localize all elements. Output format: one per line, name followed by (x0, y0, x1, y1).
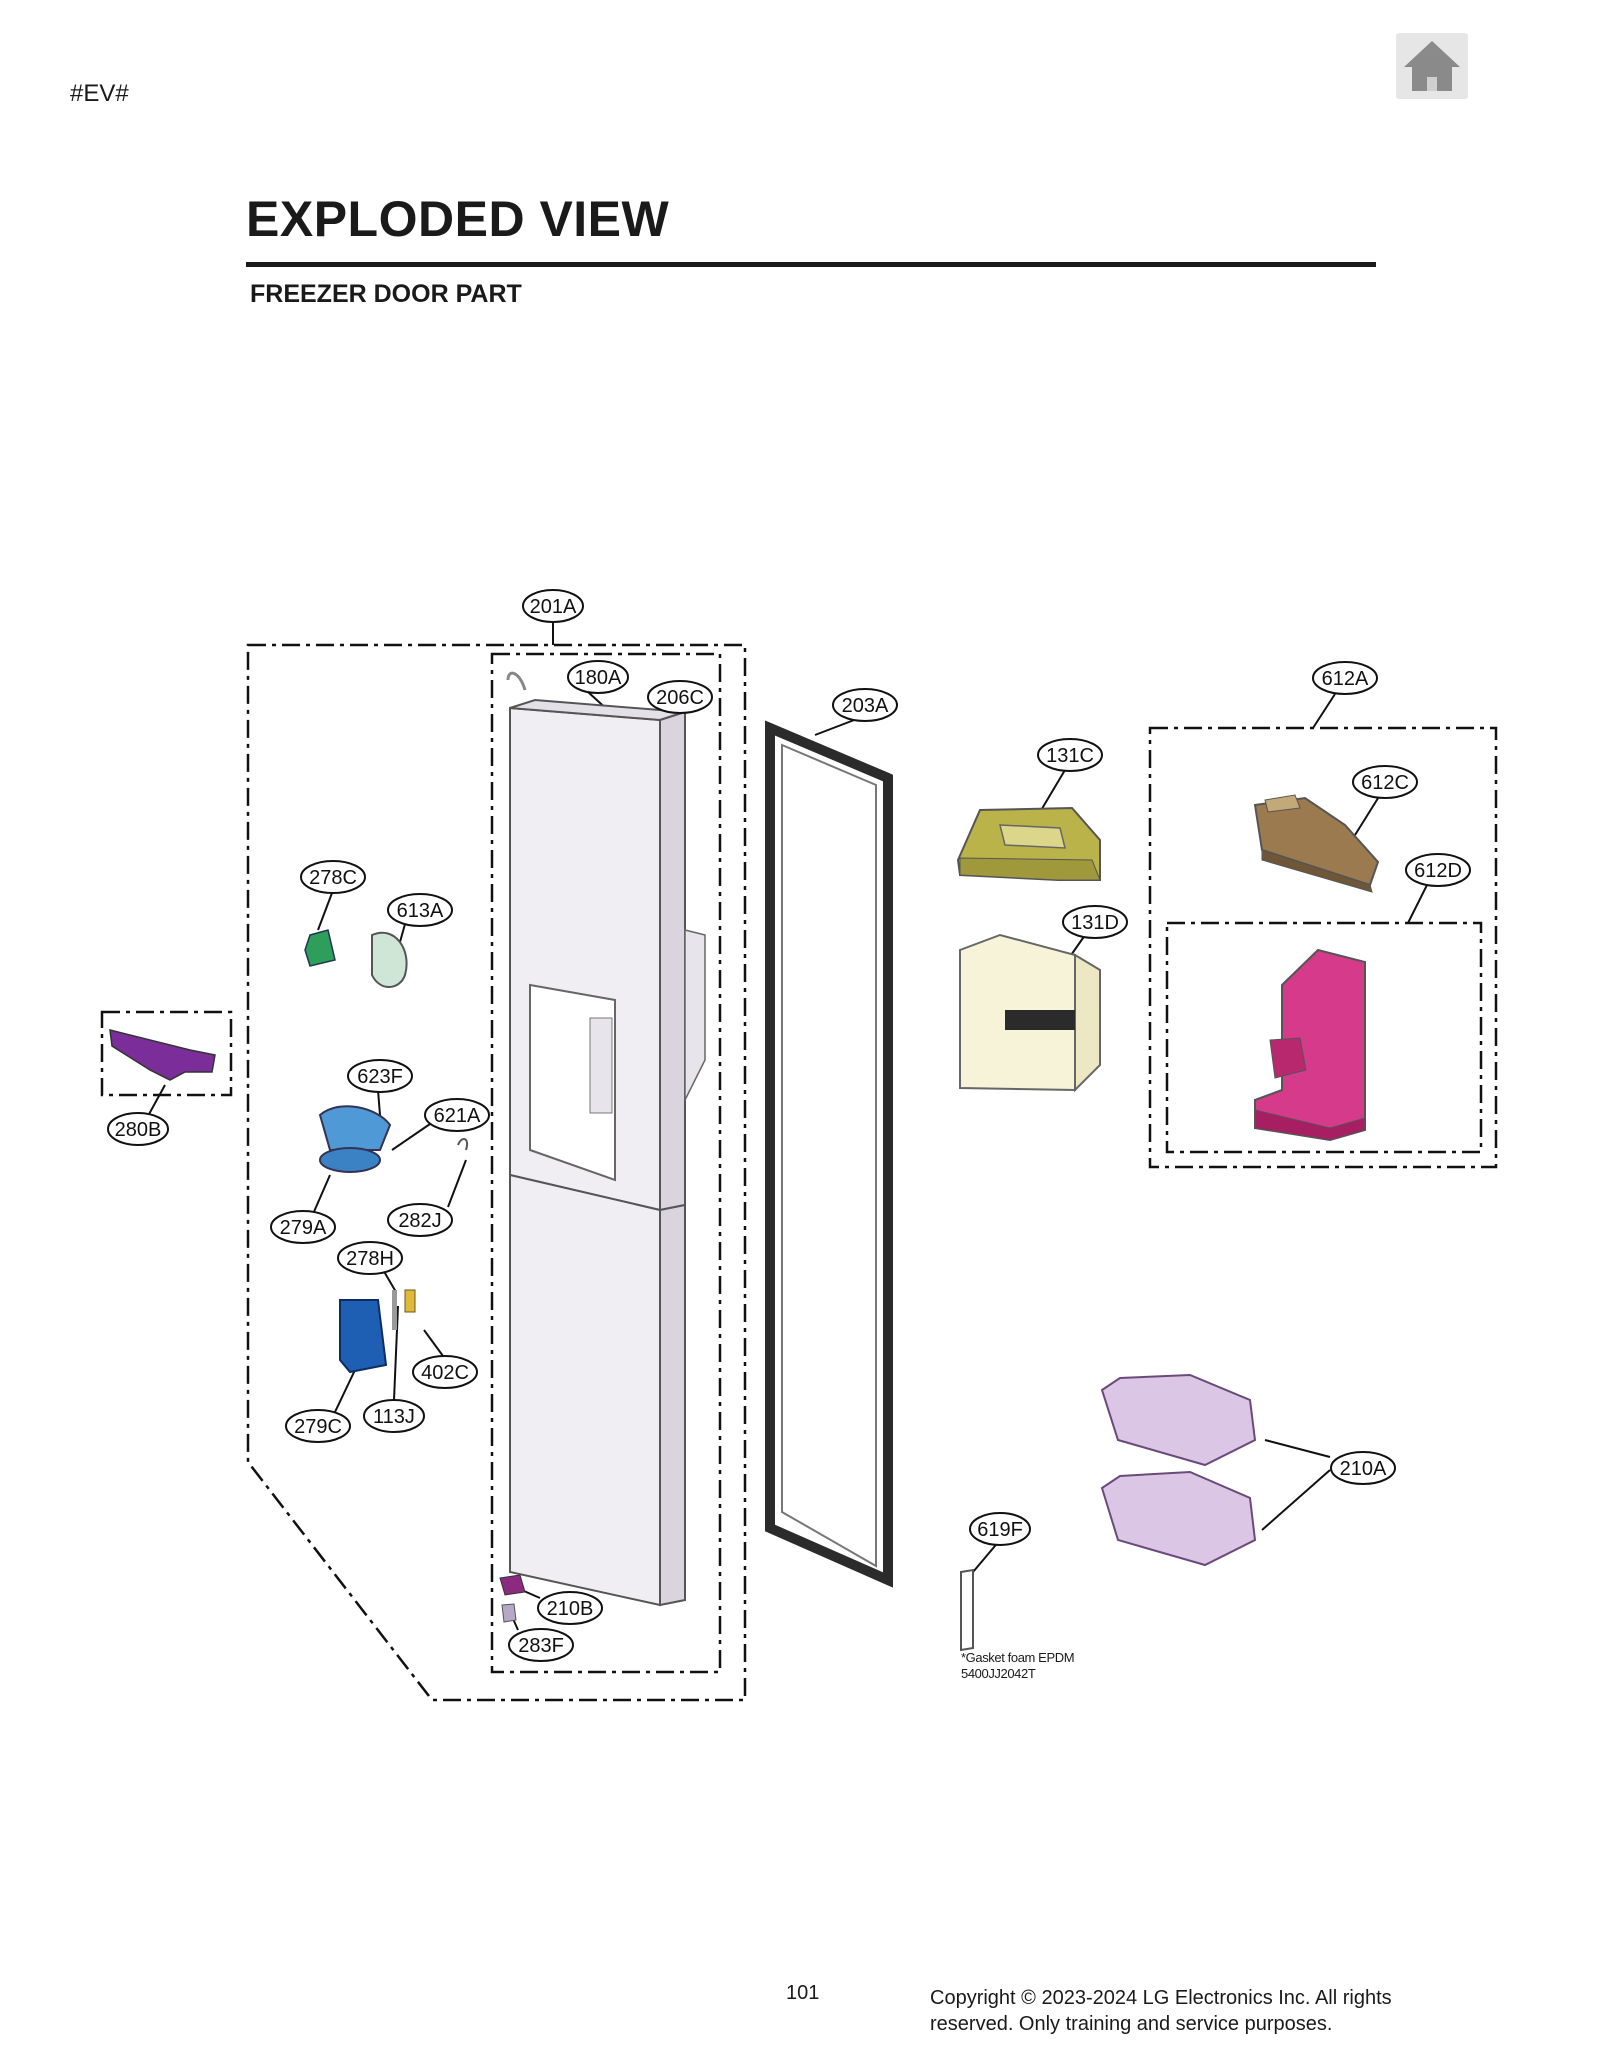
svg-text:279A: 279A (280, 1217, 327, 1239)
ice-bin-cover (956, 806, 1101, 881)
svg-text:201A: 201A (530, 596, 577, 618)
callout-612C: 612C (1352, 765, 1418, 799)
home-button[interactable] (1396, 33, 1468, 99)
callout-612A: 612A (1312, 661, 1378, 695)
callout-621A: 621A (424, 1098, 490, 1132)
copyright-notice: Copyright © 2023-2024 LG Electronics Inc… (930, 1987, 1392, 2035)
switch-bracket (404, 1289, 416, 1313)
callout-623F: 623F (347, 1059, 413, 1093)
callout-613A: 613A (387, 893, 453, 927)
ice-bin (959, 933, 1101, 1093)
callout-131C: 131C (1037, 738, 1103, 772)
callout-283F: 283F (508, 1628, 574, 1662)
svg-text:131C: 131C (1046, 745, 1094, 767)
callout-180A: 180A (567, 660, 629, 694)
svg-text:613A: 613A (397, 900, 444, 922)
callout-113J: 113J (363, 1399, 425, 1433)
icemaker-housing (1254, 948, 1366, 1142)
svg-text:278C: 278C (309, 867, 357, 889)
callout-282J: 282J (387, 1203, 453, 1237)
svg-text:282J: 282J (398, 1210, 441, 1232)
home-icon (1404, 41, 1460, 91)
ice-funnel (318, 1105, 392, 1173)
hinge-cover (109, 1029, 216, 1081)
callout-619F: 619F (969, 1512, 1031, 1546)
icemaker (1253, 794, 1380, 893)
gasket-foam-strip (960, 1568, 974, 1652)
svg-text:619F: 619F (977, 1519, 1023, 1541)
note-line-part-number: 5400JJ2042T (961, 1666, 1036, 1681)
note-line-material: *Gasket foam EPDM (961, 1650, 1075, 1665)
callout-402C: 402C (412, 1355, 478, 1389)
small-spring (392, 1290, 397, 1330)
svg-text:113J: 113J (373, 1406, 415, 1428)
door-assembly-group-outline (246, 643, 747, 1702)
page-number: 101 (786, 1982, 820, 2004)
page-title: EXPLODED VIEW (246, 191, 670, 247)
clip-282j (457, 1138, 468, 1151)
callout-201A: 201A (522, 589, 584, 623)
callout-278H: 278H (337, 1241, 403, 1275)
bottom-hinge-cap (499, 1574, 526, 1623)
micro-switch (304, 929, 336, 967)
svg-text:278H: 278H (346, 1248, 394, 1270)
page-code: #EV# (70, 80, 129, 107)
callout-210A: 210A (1330, 1451, 1396, 1485)
callout-203A: 203A (832, 688, 898, 722)
svg-text:612D: 612D (1414, 860, 1462, 882)
callout-278C: 278C (300, 860, 366, 894)
svg-text:280B: 280B (115, 1119, 162, 1141)
freezer-door-panel (506, 671, 706, 1607)
svg-text:206C: 206C (656, 687, 704, 709)
callout-280B: 280B (107, 1112, 169, 1146)
svg-text:612A: 612A (1322, 668, 1369, 690)
door-bins (1100, 1373, 1257, 1567)
callout-279C: 279C (285, 1409, 351, 1443)
icemaker-group-outline (1148, 726, 1498, 1169)
callout-279A: 279A (270, 1210, 336, 1244)
svg-text:621A: 621A (434, 1105, 481, 1127)
svg-text:210B: 210B (547, 1598, 594, 1620)
svg-text:131D: 131D (1071, 912, 1119, 934)
svg-text:402C: 402C (421, 1362, 469, 1384)
svg-text:612C: 612C (1361, 772, 1409, 794)
icemaker-housing-group-outline (1165, 921, 1483, 1154)
svg-text:203A: 203A (842, 695, 889, 717)
callout-612D: 612D (1405, 853, 1471, 887)
dispenser-lever (339, 1299, 388, 1374)
callout-206C: 206C (647, 680, 713, 714)
callout-210B: 210B (537, 1591, 603, 1625)
inner-door-group-outline (490, 652, 722, 1674)
section-subtitle: FREEZER DOOR PART (250, 280, 522, 308)
actuator-bracket (371, 931, 408, 988)
title-rule (246, 262, 1376, 267)
door-gasket (765, 720, 893, 1588)
svg-text:210A: 210A (1340, 1458, 1387, 1480)
svg-text:279C: 279C (294, 1416, 342, 1438)
svg-text:180A: 180A (575, 667, 622, 689)
gasket-foam-note: *Gasket foam EPDM 5400JJ2042T (961, 1650, 1075, 1682)
callout-131D: 131D (1062, 905, 1128, 939)
svg-text:283F: 283F (518, 1635, 564, 1657)
svg-text:623F: 623F (357, 1066, 403, 1088)
hinge-cover-group-outline (100, 1010, 233, 1097)
